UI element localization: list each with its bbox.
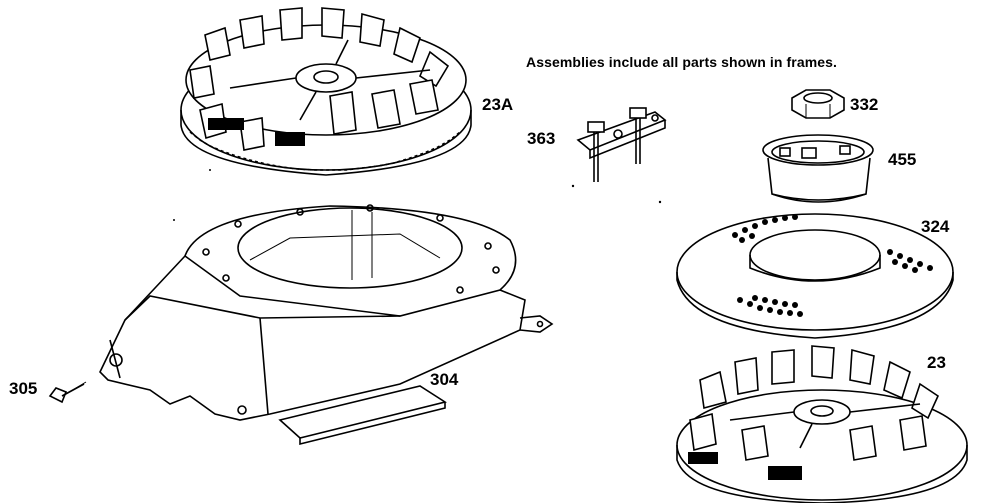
- nut-332-icon: [791, 89, 845, 119]
- part-label-305: 305: [9, 379, 38, 398]
- flywheel-23-icon: [676, 345, 968, 503]
- cup-455-icon: [762, 134, 874, 203]
- part-label-332: 332: [850, 95, 879, 114]
- assembly-note: Assemblies include all parts shown in fr…: [526, 54, 838, 70]
- bracket-363-icon: [576, 107, 667, 182]
- part-label-304: 304: [430, 370, 459, 389]
- screen-324-icon: [676, 213, 954, 339]
- part-label-23: 23: [927, 353, 946, 372]
- blower-housing-304-icon: [99, 204, 554, 446]
- bolt-305-icon: [48, 381, 87, 404]
- part-label-23a: 23A: [482, 95, 514, 114]
- part-label-363: 363: [527, 129, 556, 148]
- part-label-455: 455: [888, 150, 917, 169]
- part-label-324: 324: [921, 217, 950, 236]
- flywheel-23a-icon: [180, 7, 472, 176]
